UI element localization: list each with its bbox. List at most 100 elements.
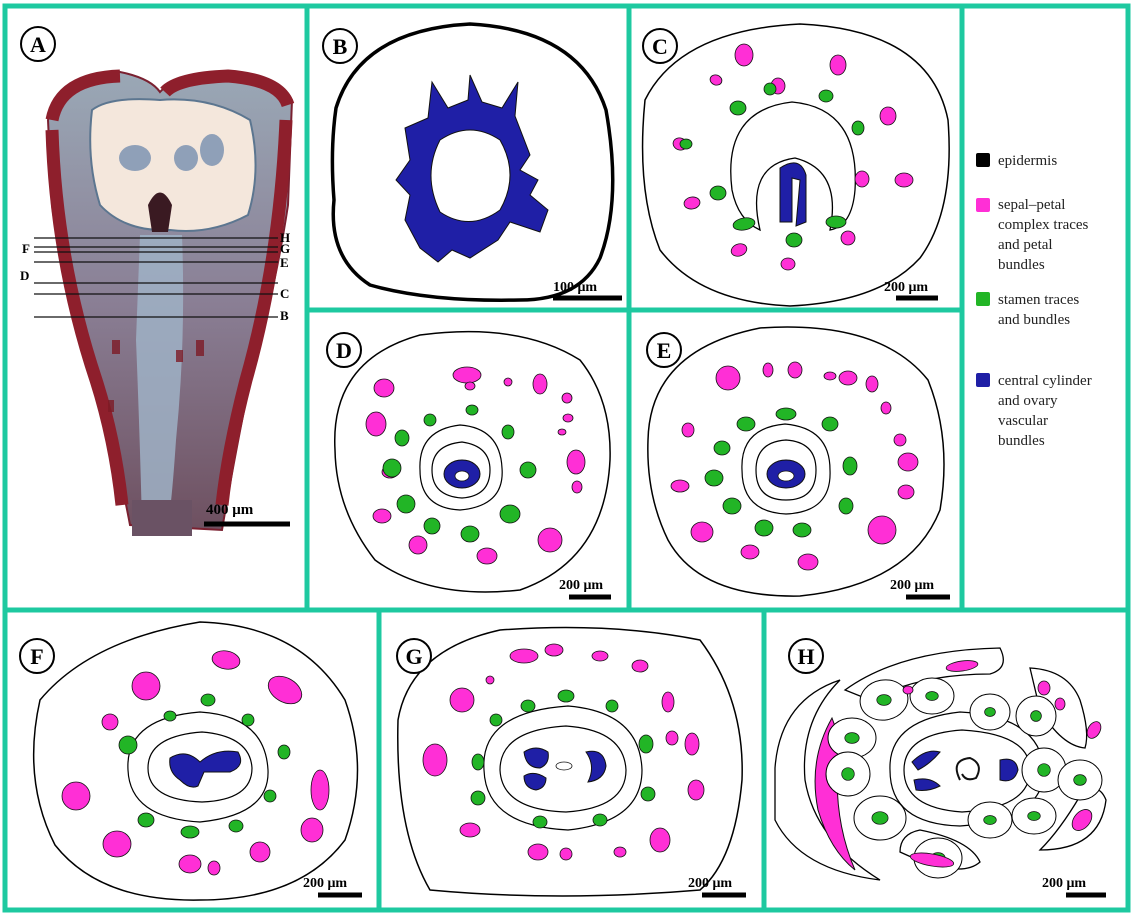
d-petal-trace-1	[374, 379, 394, 397]
e-petal-trace-3	[824, 372, 836, 380]
h-stamen-bundle-8	[872, 812, 888, 825]
g-petal-trace-14	[560, 848, 572, 860]
e-stamen-trace-5	[843, 457, 857, 475]
g-petal-trace-3	[592, 651, 608, 661]
section-label-b: B	[280, 308, 289, 323]
g-stamen-trace-2	[521, 700, 535, 712]
g-stamen-trace-3	[606, 700, 618, 712]
e-petal-trace-13	[868, 516, 896, 544]
scale-label-h: 200 μm	[1042, 876, 1086, 891]
e-petal-trace-11	[898, 485, 914, 499]
panel-b-epidermis	[332, 24, 612, 300]
g-petal-trace-15	[614, 847, 626, 857]
f-petal-trace-5	[311, 770, 329, 810]
h-stamen-bundle-11	[1074, 775, 1087, 786]
g-stamen-trace-9	[533, 816, 547, 828]
letter-g: G	[405, 644, 422, 669]
bud-anther-3	[200, 134, 224, 166]
h-petal-bundle-3	[1038, 681, 1050, 695]
g-stamen-trace-6	[472, 754, 484, 770]
g-stamen-trace-8	[471, 791, 485, 805]
d-petal-trace-8	[558, 429, 566, 435]
g-petal-trace-5	[450, 688, 474, 712]
f-petal-trace-9	[250, 842, 270, 862]
g-petal-trace-4	[632, 660, 648, 672]
f-petal-trace-10	[179, 855, 201, 873]
g-petal-trace-1	[510, 649, 538, 663]
e-petal-trace-16	[763, 363, 773, 377]
e-petal-trace-14	[741, 545, 759, 559]
f-stamen-trace-7	[138, 813, 154, 827]
f-stamen-trace-6	[264, 790, 276, 802]
h-stamen-bundle-3	[985, 708, 996, 717]
h-petal-bundle-4	[1055, 698, 1065, 710]
scale-label-e: 200 μm	[890, 578, 934, 593]
scale-label-f: 200 μm	[303, 876, 347, 891]
e-stamen-trace-9	[755, 520, 773, 536]
panel-c-diagram	[643, 24, 950, 306]
g-petal-trace-9	[685, 733, 699, 755]
d-stamen-trace-2	[424, 414, 436, 426]
e-petal-trace-6	[881, 402, 891, 414]
c-stamen-trace-1	[764, 83, 776, 95]
d-stamen-trace-4	[395, 430, 409, 446]
panel-a-micrograph: H G F E D C B	[20, 72, 292, 536]
legend-label-central: central cylinder and ovary vascular bund…	[998, 373, 1095, 449]
f-stamen-trace-2	[164, 711, 176, 721]
f-stamen-trace-8	[181, 826, 199, 838]
d-stamen-trace-1	[466, 405, 478, 415]
h-stamen-bundle-10	[984, 816, 997, 825]
c-stamen-trace-3	[730, 101, 746, 115]
c-stamen-trace-8	[826, 216, 846, 228]
f-petal-trace-4	[102, 714, 118, 730]
legend-label-epidermis: epidermis	[998, 153, 1057, 169]
letter-f: F	[30, 644, 43, 669]
d-stamen-trace-9	[424, 518, 440, 534]
d-stamen-trace-7	[397, 495, 415, 513]
e-petal-trace-2	[788, 362, 802, 378]
h-stamen-bundle-7	[1038, 764, 1051, 777]
h-stamen-bundle-6	[842, 768, 855, 781]
f-stamen-trace-9	[229, 820, 243, 832]
scale-label-a: 400 μm	[206, 502, 254, 518]
d-petal-trace-10	[567, 450, 585, 474]
letter-h: H	[797, 644, 814, 669]
scale-label-c: 200 μm	[884, 280, 928, 295]
c-petal-trace-9	[855, 171, 869, 187]
d-petal-trace-2	[453, 367, 481, 383]
panel-legend-frame	[962, 6, 1128, 610]
f-petal-trace-8	[103, 831, 131, 857]
h-stamen-bundle-4	[926, 692, 939, 701]
c-petal-trace-12	[781, 258, 795, 270]
g-petal-trace-10	[688, 780, 704, 800]
g-petal-trace-2	[545, 644, 563, 656]
e-petal-trace-5	[866, 376, 878, 392]
f-petal-trace-6	[62, 782, 90, 810]
c-petal-trace-4	[880, 107, 896, 125]
g-stamen-trace-1	[558, 690, 574, 702]
e-petal-trace-8	[894, 434, 906, 446]
d-petal-trace-15	[477, 548, 497, 564]
d-stamen-trace-10	[461, 526, 479, 542]
g-petal-trace-13	[528, 844, 548, 860]
bud-anther-2	[174, 145, 198, 171]
e-petal-trace-12	[691, 522, 713, 542]
e-stamen-trace-1	[776, 408, 796, 420]
legend-label-stamen: stamen traces and bundles	[998, 292, 1083, 328]
f-stamen-trace-3	[242, 714, 254, 726]
scale-label-b: 100 μm	[553, 280, 597, 295]
g-petal-trace-7	[666, 731, 678, 745]
g-stamen-trace-4	[490, 714, 502, 726]
letter-d: D	[336, 338, 352, 363]
d-petal-trace-4	[533, 374, 547, 394]
c-stamen-trace-5	[680, 139, 692, 149]
d-stamen-trace-5	[383, 459, 401, 477]
legend-swatch-stamen	[976, 292, 990, 306]
e-stamen-trace-8	[723, 498, 741, 514]
f-stamen-trace-4	[119, 736, 137, 754]
e-stamen-trace-7	[839, 498, 853, 514]
d-petal-trace-3	[504, 378, 512, 386]
e-stamen-trace-4	[714, 441, 730, 455]
bud-lumen	[90, 99, 255, 231]
